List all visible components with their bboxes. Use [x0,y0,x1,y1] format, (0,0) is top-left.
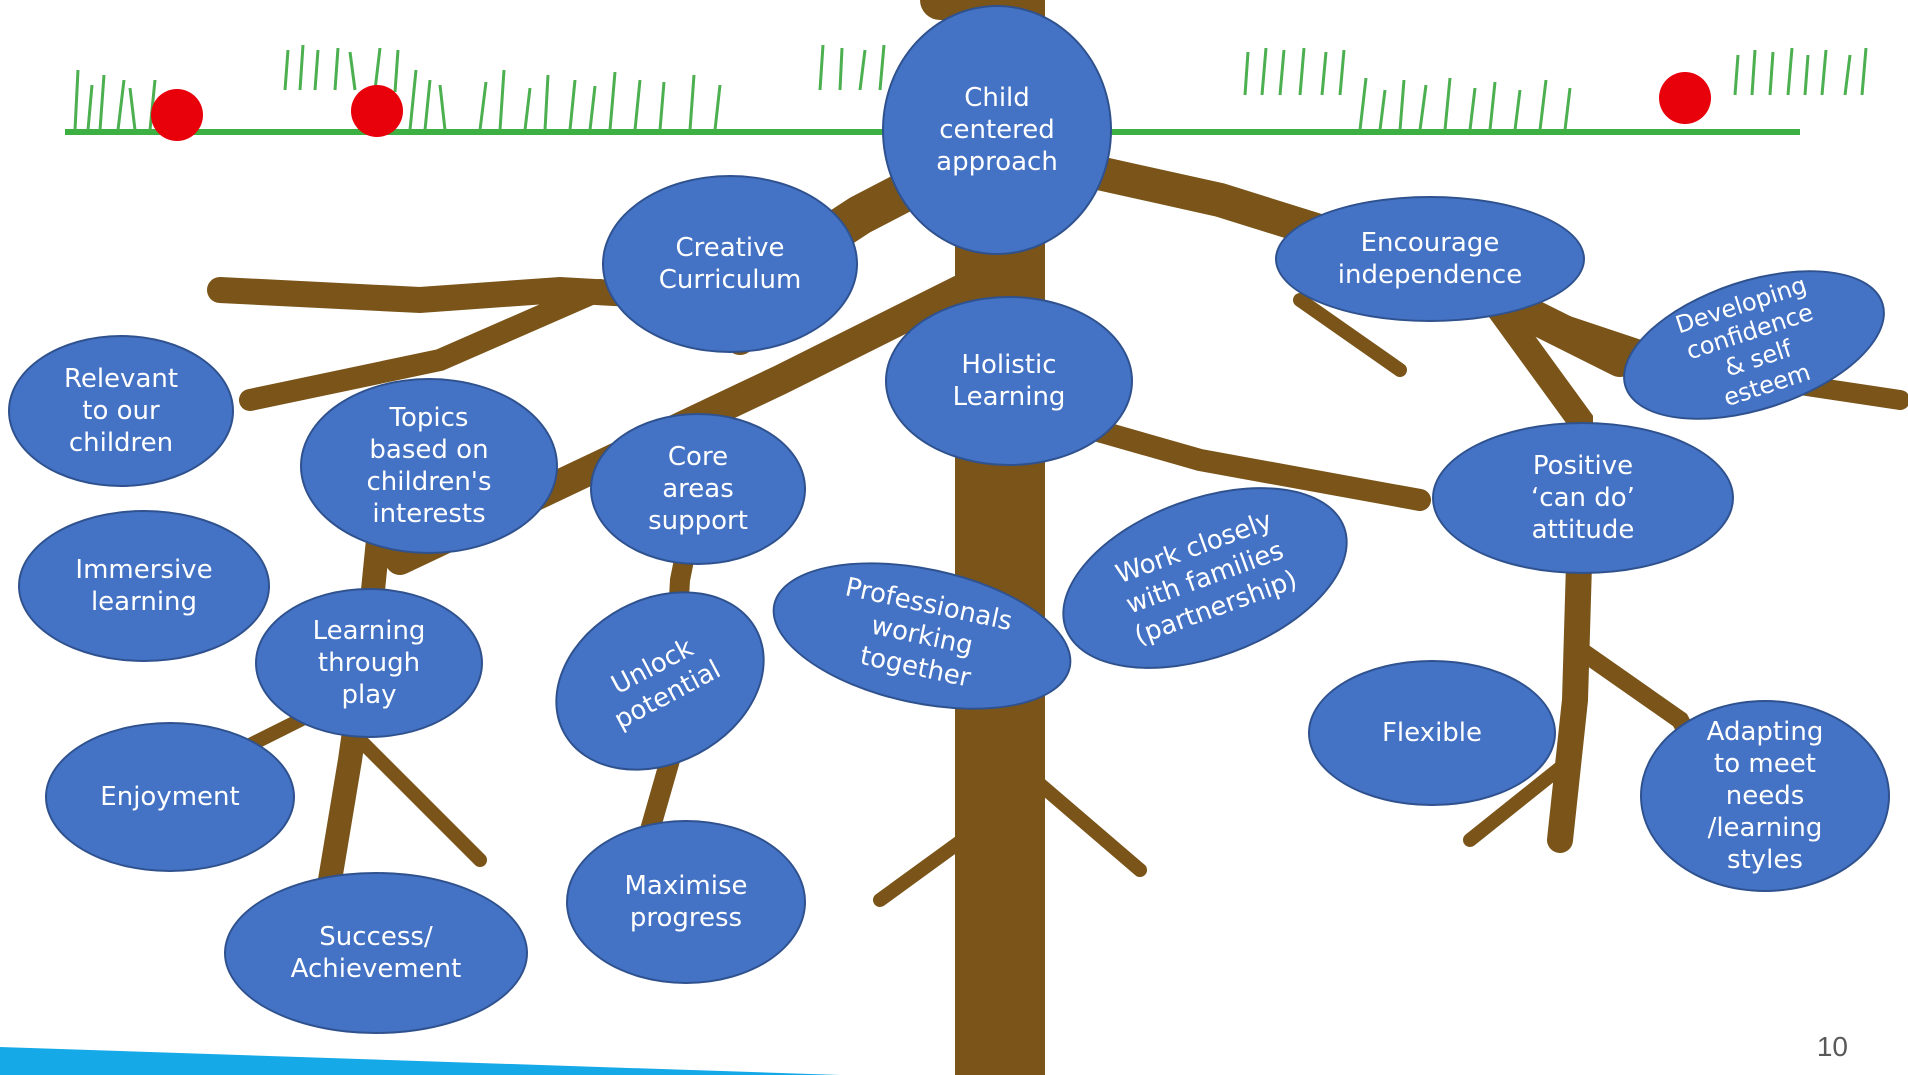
bubble-child-centered-approach: Child centered approach [882,5,1112,255]
bubble-flexible: Flexible [1308,660,1556,806]
apple-icon [151,89,203,141]
bubble-adapting-needs: Adapting to meet needs /learning styles [1640,700,1890,892]
bubble-label: Immersive learning [75,555,213,617]
bubble-success-achievement: Success/ Achievement [224,872,528,1034]
bubble-label: Topics based on children's interests [366,403,492,529]
apple-icon [351,85,403,137]
bubble-enjoyment: Enjoyment [45,722,295,872]
bubble-label: Holistic Learning [952,350,1066,412]
footer-accent-bar [0,1047,840,1075]
apple-icon [1659,72,1711,124]
bubble-label: Enjoyment [100,782,240,812]
bubble-label: Creative Curriculum [658,233,802,295]
bubble-label: Learning through play [312,616,426,710]
bubble-positive-attitude: Positive ‘can do’ attitude [1432,422,1734,574]
bubble-label: Positive ‘can do’ attitude [1531,451,1635,545]
bubble-label: Relevant to our children [63,364,179,458]
grass [73,44,1868,131]
bubble-label: Work closely with families (partnership) [1112,505,1302,652]
bubble-label: Unlock potential [606,632,726,736]
bubble-label: Child centered approach [936,83,1058,177]
bubble-encourage-independence: Encourage independence [1275,196,1585,322]
bubble-label: Professionals working together [842,572,1015,694]
bubble-creative-curriculum: Creative Curriculum [602,175,858,353]
bubble-label: Core areas support [648,442,748,536]
bubble-holistic-learning: Holistic Learning [885,296,1133,466]
bubble-maximise-progress: Maximise progress [566,820,806,984]
bubble-learning-through-play: Learning through play [255,588,483,738]
bubble-label: Encourage independence [1337,228,1523,290]
bubble-label: Success/ Achievement [290,922,462,984]
bubble-label: Adapting to meet needs /learning styles [1706,717,1824,875]
bubble-label: Flexible [1381,718,1483,748]
bubble-topics-interests: Topics based on children's interests [300,378,558,554]
bubble-core-areas-support: Core areas support [590,413,806,565]
bubble-relevant-to-children: Relevant to our children [8,335,234,487]
bubble-label: Maximise progress [624,871,748,933]
page-number: 10 [1816,1031,1848,1062]
bubble-immersive-learning: Immersive learning [18,510,270,662]
